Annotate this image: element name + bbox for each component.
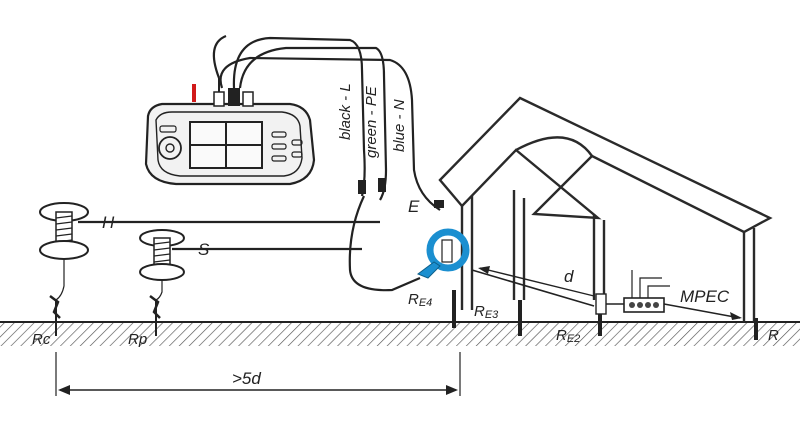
terminal-e-label: E <box>408 197 420 216</box>
ground <box>0 321 800 346</box>
distance-5d-label: >5d <box>232 369 261 388</box>
house <box>438 96 773 322</box>
earth-tester-instrument <box>144 78 316 186</box>
distance-d-label: d <box>564 267 574 286</box>
cable-reel-s <box>139 229 185 336</box>
rc-label: Rc <box>32 331 51 348</box>
re2-label: RE2 <box>556 327 580 345</box>
mpec-busbar <box>595 270 742 320</box>
rp-label: Rp <box>128 331 147 348</box>
test-leads <box>212 34 444 292</box>
wire-green-label: green - PE <box>363 85 380 158</box>
probe-h-label: H <box>102 213 115 232</box>
dimension-5d <box>55 352 461 396</box>
wire-black-label: black - L <box>337 83 354 140</box>
current-clamp <box>416 228 470 279</box>
probe-s-label: S <box>198 240 210 259</box>
re3-label: RE3 <box>474 303 499 321</box>
wire-blue-label: blue - N <box>391 99 408 152</box>
re4-label: RE4 <box>408 291 432 309</box>
distance-d-arrow <box>478 266 595 297</box>
ground-right-label: R <box>768 327 779 344</box>
mpec-label: MPEC <box>680 287 730 306</box>
cable-reel-h <box>39 202 89 336</box>
